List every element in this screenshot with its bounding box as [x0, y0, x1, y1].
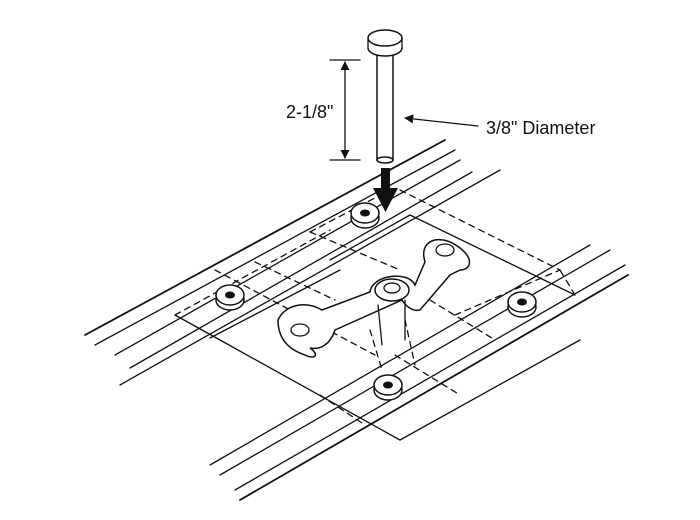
length-dimension-label: 2-1/8": [286, 102, 333, 122]
pivot-bracket: [277, 238, 471, 358]
diameter-label: 3/8" Diameter: [486, 118, 595, 138]
nut-top: [350, 202, 380, 229]
nut-left: [215, 284, 245, 311]
nut-right: [507, 291, 537, 318]
diameter-leader: [404, 114, 479, 127]
pivot-pin: [367, 29, 403, 164]
length-dimension: [329, 59, 361, 161]
nut-bottom: [373, 374, 403, 401]
insertion-arrow: [373, 168, 398, 212]
top-track-rails: [84, 139, 473, 369]
middle-rail: [119, 169, 501, 386]
mounting-plate: [174, 214, 581, 441]
